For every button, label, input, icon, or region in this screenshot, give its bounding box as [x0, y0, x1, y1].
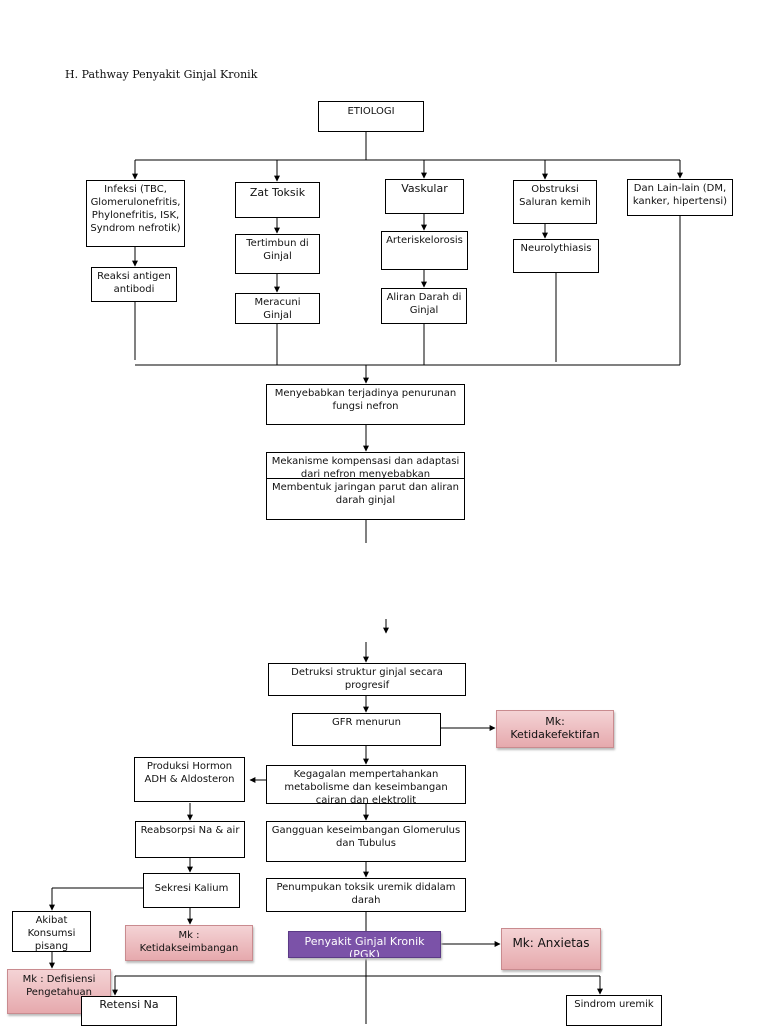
retensi-na-box: Retensi Na: [81, 996, 177, 1026]
mk-ketidakefektifan-box: Mk: Ketidakefektifan: [496, 710, 614, 748]
sindrom-uremik-box: Sindrom uremik: [566, 995, 662, 1026]
mk-anxietas-box: Mk: Anxietas: [501, 928, 601, 970]
meracuni-box: Meracuni Ginjal: [235, 293, 320, 324]
detruksi-box: Detruksi struktur ginjal secara progresi…: [268, 663, 466, 696]
reabsorpsi-box: Reabsorpsi Na & air: [135, 821, 245, 858]
kegagalan-box: Kegagalan mempertahankan metabolisme dan…: [266, 765, 466, 804]
pgk-box: Penyakit Ginjal Kronik (PGK): [288, 931, 441, 958]
tertimbun-box: Tertimbun di Ginjal: [235, 234, 320, 274]
etiologi-box: ETIOLOGI: [318, 101, 424, 132]
aliran-darah-box: Aliran Darah di Ginjal: [381, 288, 467, 324]
gangguan-box: Gangguan keseimbangan Glomerulus dan Tub…: [266, 821, 466, 862]
gfr-box: GFR menurun: [292, 713, 441, 746]
obstruksi-box: Obstruksi Saluran kemih: [513, 180, 597, 224]
arterisklerosis-box: Arteriskelorosis: [381, 231, 468, 270]
produksi-hormon-box: Produksi Hormon ADH & Aldosteron: [134, 757, 245, 802]
penurunan-fungsi-box: Menyebabkan terjadinya penurunan fungsi …: [266, 384, 465, 425]
penumpukan-box: Penumpukan toksik uremik didalam darah: [266, 878, 466, 912]
vaskular-box: Vaskular: [385, 179, 464, 214]
lain-lain-box: Dan Lain-lain (DM, kanker, hipertensi): [627, 179, 733, 216]
akibat-konsumsi-box: Akibat Konsumsi pisang: [12, 911, 91, 952]
sekresi-kalium-box: Sekresi Kalium: [143, 873, 240, 908]
neurolythiasis-box: Neurolythiasis: [513, 239, 599, 273]
infeksi-box: Infeksi (TBC, Glomerulonefritis, Phylone…: [86, 180, 185, 247]
jaringan-parut-box: Membentuk jaringan parut dan aliran dara…: [266, 478, 465, 520]
zat-toksik-box: Zat Toksik: [235, 182, 320, 218]
page-title: H. Pathway Penyakit Ginjal Kronik: [65, 68, 258, 81]
mk-ketidakseimbangan-box: Mk : Ketidakseimbangan: [125, 925, 253, 961]
reaksi-box: Reaksi antigen antibodi: [91, 267, 177, 302]
